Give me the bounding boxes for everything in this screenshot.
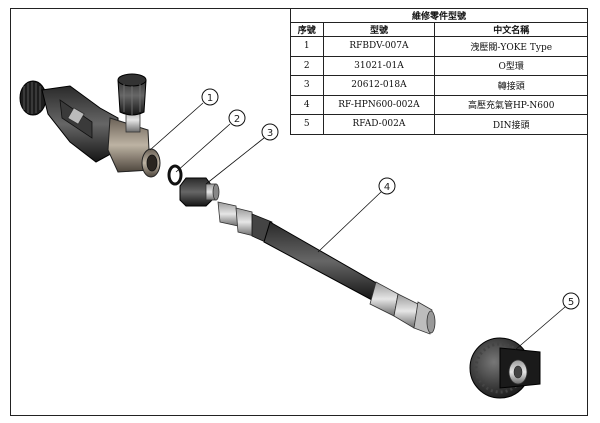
part-o-ring xyxy=(167,164,183,186)
callout-number: 5 xyxy=(568,297,574,308)
table-row: 4 RF-HPN600-002A 高壓充氣管HP-N600 xyxy=(290,94,588,115)
row-name: DIN接頭 xyxy=(434,114,588,135)
part-adapter xyxy=(179,177,220,207)
callout-1: 1 xyxy=(201,88,219,106)
callout-number: 3 xyxy=(267,128,273,139)
callout-4: 4 xyxy=(378,177,396,195)
callout-number: 2 xyxy=(234,114,240,125)
part-hp-hose xyxy=(217,201,436,335)
row-model: RFAD-002A xyxy=(322,114,436,135)
header-name: 中文名稱 xyxy=(434,22,588,37)
part-din-adapter xyxy=(469,337,541,399)
callout-5: 5 xyxy=(562,292,580,310)
header-model: 型號 xyxy=(322,22,436,37)
callout-2: 2 xyxy=(228,109,246,127)
leader-lines xyxy=(149,102,566,351)
part-yoke-valve xyxy=(19,73,161,178)
row-no: 5 xyxy=(290,114,324,135)
table-row: 1 RFBDV-007A 洩壓閥-YOKE Type xyxy=(290,36,588,57)
callout-3: 3 xyxy=(261,123,279,141)
callout-number: 1 xyxy=(207,93,213,104)
table-row: 5 RFAD-002A DIN接頭 xyxy=(290,114,588,135)
callout-number: 4 xyxy=(384,182,390,193)
parts-table: 維修零件型號 序號 型號 中文名稱 1 RFBDV-007A 洩壓閥-YOKE … xyxy=(290,8,588,135)
